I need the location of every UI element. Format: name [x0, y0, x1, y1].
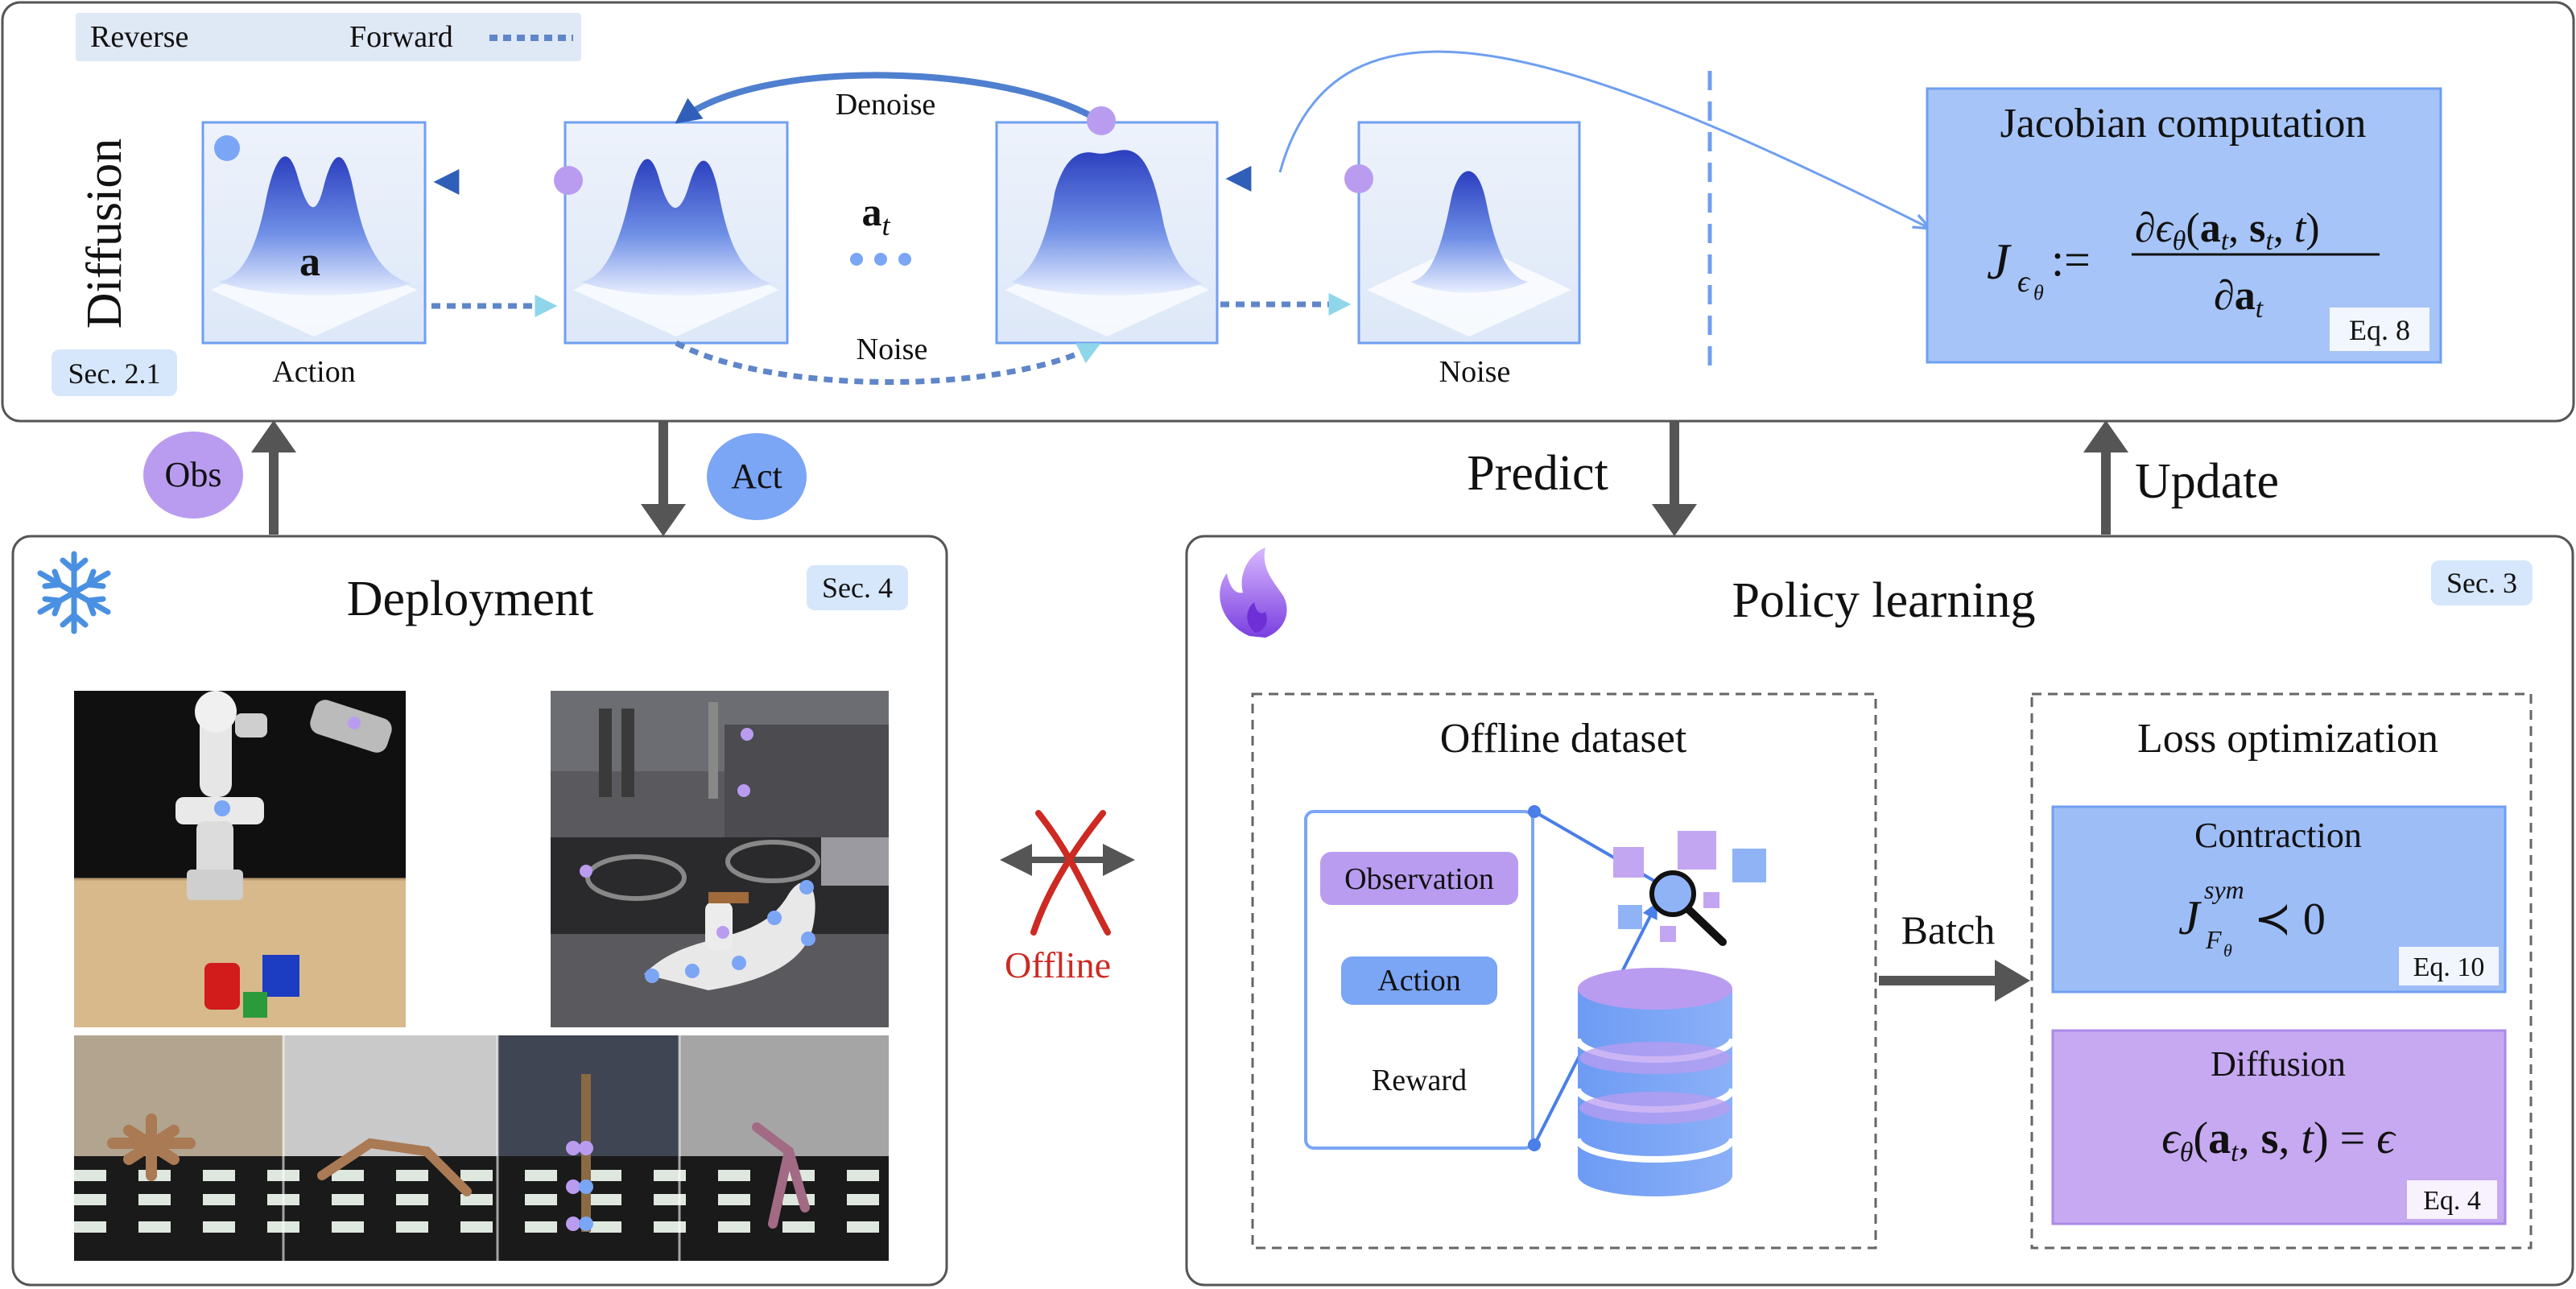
action-distribution-box: a — [201, 121, 427, 345]
act-down-arrow — [641, 422, 686, 536]
contraction-eq-tag: Eq. 10 — [2399, 947, 2499, 985]
update-up-arrow — [2083, 420, 2128, 535]
jacobian-title: Jacobian computation — [2000, 101, 2367, 147]
svg-text:Obs: Obs — [165, 455, 222, 494]
diffusion-section-tag: Sec. 2.1 — [52, 349, 177, 396]
svg-text:Action: Action — [1377, 964, 1460, 998]
svg-text:∂at: ∂at — [2214, 273, 2264, 324]
batch-arrow — [1879, 960, 2030, 1002]
at-symbol: at — [861, 189, 890, 242]
jacobian-box: Jacobian computation J ϵ θ := ∂ϵθ(at, st… — [1926, 87, 2442, 364]
act-bubble: Act — [707, 433, 807, 520]
predict-down-arrow — [1652, 422, 1697, 536]
diffusion-loss-box: Diffusion ϵθ(at, s, t) = ϵ Eq. 4 — [2051, 1029, 2507, 1225]
diffusion-title: Diffusion — [77, 138, 132, 329]
action-symbol: a — [299, 239, 320, 285]
action-item: Action — [1341, 956, 1497, 1005]
database-icon — [1575, 968, 1736, 1196]
loss-optimization-title: Loss optimization — [2137, 716, 2438, 762]
update-label: Update — [2135, 454, 2279, 509]
contraction-equation: J sym F θ ≺ 0 — [2178, 875, 2326, 961]
jacobian-equation: J ϵ θ := ∂ϵθ(at, st, t) ∂at — [1987, 205, 2380, 324]
kitchen-sim-image — [551, 691, 889, 1027]
svg-text:sym: sym — [2204, 875, 2244, 904]
svg-text:Eq. 4: Eq. 4 — [2423, 1186, 2481, 1216]
real-robot-image — [74, 691, 406, 1027]
contraction-title: Contraction — [2194, 816, 2362, 855]
svg-text:J: J — [2178, 891, 2202, 944]
svg-text:Sec. 3: Sec. 3 — [2446, 567, 2517, 599]
offline-dataset-title: Offline dataset — [1440, 716, 1687, 762]
policy-learning-panel: Policy learning Sec. 3 Offline dataset O… — [1185, 535, 2574, 1287]
contraction-box: Contraction J sym F θ ≺ 0 Eq. 10 — [2051, 805, 2507, 994]
deployment-section-tag: Sec. 4 — [807, 565, 908, 610]
state-dot — [214, 135, 240, 161]
intermediate-distribution-box-1 — [564, 121, 789, 345]
ellipsis-dots — [850, 253, 911, 266]
data-squares — [1613, 831, 1766, 942]
svg-text:Sec. 4: Sec. 4 — [822, 572, 893, 604]
legend-reverse-label: Reverse — [90, 20, 188, 54]
obs-bubble: Obs — [143, 432, 243, 518]
flame-icon — [1220, 547, 1287, 638]
reverse-arrows — [433, 72, 1373, 195]
offline-link: Offline — [1000, 810, 1135, 985]
obs-up-arrow — [251, 420, 296, 535]
svg-text:∂ϵθ(at, st, t): ∂ϵθ(at, st, t) — [2135, 205, 2320, 256]
snowflake-icon — [37, 551, 111, 634]
jacobian-link-arrow — [1278, 50, 1927, 227]
diffusion-loss-equation: ϵθ(at, s, t) = ϵ — [2161, 1113, 2396, 1167]
forward-arrows — [431, 293, 1352, 385]
svg-text:ϵ: ϵ — [2017, 265, 2031, 299]
svg-text:θ: θ — [2223, 940, 2232, 961]
noise-distribution-box — [1357, 121, 1581, 345]
batch-label: Batch — [1901, 907, 1996, 952]
intermediate-distribution-box-2 — [995, 121, 1219, 345]
svg-text:Act: Act — [731, 457, 782, 496]
offline-dataset-box: Offline dataset Observation Action Rewar… — [1251, 692, 1877, 1250]
svg-text::=: := — [2051, 233, 2091, 286]
observation-item: Observation — [1320, 852, 1518, 905]
policy-learning-title: Policy learning — [1732, 573, 2035, 628]
diffusion-loss-eq-tag: Eq. 4 — [2407, 1180, 2497, 1219]
svg-text:θ: θ — [2033, 281, 2044, 304]
checker-floor — [74, 1156, 889, 1261]
noise-arc-label: Noise — [857, 333, 928, 366]
magnifier-icon — [1649, 870, 1727, 946]
loss-optimization-box: Loss optimization Contraction J sym F θ … — [2030, 692, 2533, 1250]
svg-text:Observation: Observation — [1344, 862, 1494, 896]
legend-forward-label: Forward — [349, 20, 453, 54]
diffusion-panel: Reverse Forward Diffusion Sec. 2.1 a Act… — [1, 1, 2575, 423]
predict-label: Predict — [1467, 446, 1608, 501]
svg-text:Sec. 2.1: Sec. 2.1 — [68, 357, 161, 390]
policy-section-tag: Sec. 3 — [2431, 560, 2533, 605]
deployment-title: Deployment — [347, 572, 594, 626]
svg-text:Eq. 8: Eq. 8 — [2349, 314, 2410, 346]
svg-text:≺ 0: ≺ 0 — [2254, 894, 2326, 944]
legend: Reverse Forward — [76, 13, 581, 61]
svg-text:J: J — [1987, 233, 2012, 290]
action-box-label: Action — [272, 355, 355, 389]
svg-text:F: F — [2205, 925, 2222, 954]
diffusion-loss-title: Diffusion — [2211, 1044, 2346, 1084]
locomotion-sim-image — [74, 1035, 889, 1261]
offline-label: Offline — [1005, 944, 1111, 985]
svg-text:Eq. 10: Eq. 10 — [2413, 952, 2485, 982]
noise-box-label: Noise — [1439, 355, 1511, 389]
jacobian-eq-tag: Eq. 8 — [2330, 308, 2429, 351]
reward-item: Reward — [1372, 1064, 1467, 1097]
denoise-label: Denoise — [836, 88, 936, 122]
deployment-panel: Deployment Sec. 4 — [11, 535, 948, 1287]
